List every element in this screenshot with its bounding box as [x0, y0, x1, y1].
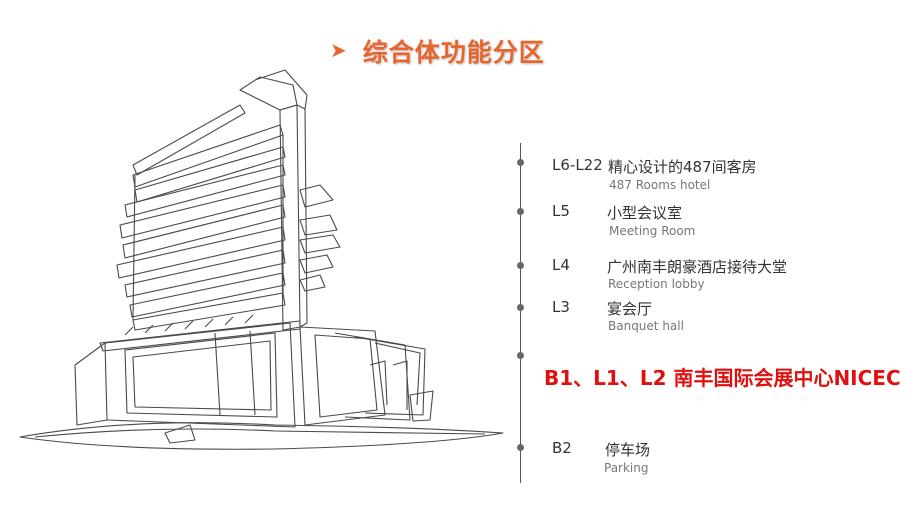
floor-code: L6-L22	[552, 156, 603, 174]
floor-name: 广州南丰朗豪酒店接待大堂	[607, 258, 788, 276]
floor-name: 精心设计的487间客房	[608, 158, 757, 176]
floor-name-en: Banquet hall	[608, 319, 684, 333]
building-sketch-icon	[19, 69, 504, 450]
floor-name-en: Reception lobby	[608, 277, 705, 291]
timeline-dot	[517, 444, 524, 451]
floor-name-en: Meeting Room	[609, 224, 696, 238]
floor-name: 停车场	[605, 441, 651, 459]
arrow-right-icon: ➤	[330, 38, 347, 62]
timeline-dot	[517, 208, 524, 215]
floor-name: 小型会议室	[607, 204, 683, 222]
highlight-nicec: B1、L1、L2 南丰国际会展中心NICEC	[544, 366, 901, 390]
timeline-dot	[517, 304, 524, 311]
floor-code: L4	[552, 256, 570, 274]
floor-code: L3	[552, 298, 570, 316]
slide-title-text: 综合体功能分区	[362, 38, 545, 67]
floor-name: 宴会厅	[607, 300, 653, 318]
floor-code: L5	[552, 202, 570, 220]
timeline-dot	[517, 352, 524, 359]
floor-code: B2	[552, 439, 572, 457]
timeline-dot	[517, 262, 524, 269]
timeline-line	[520, 143, 521, 483]
timeline-dot	[517, 159, 524, 166]
floor-name-en: 487 Rooms hotel	[609, 178, 711, 192]
floor-name-en: Parking	[604, 461, 649, 475]
slide-title: ➤ 综合体功能分区	[330, 33, 545, 69]
